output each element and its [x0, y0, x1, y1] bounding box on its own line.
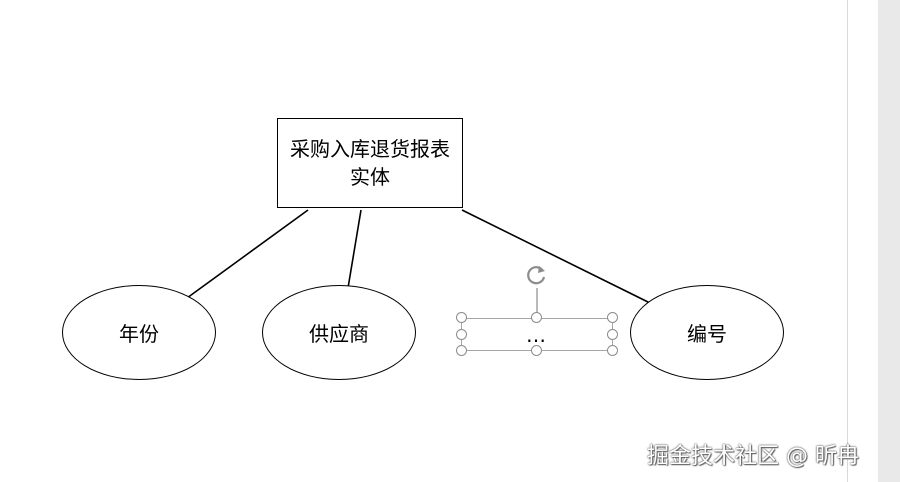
- resize-handle-middle-right[interactable]: [607, 329, 618, 340]
- attribute-code-label: 编号: [687, 322, 727, 346]
- resize-handle-top-right[interactable]: [607, 312, 618, 323]
- connector-code: [461, 209, 651, 304]
- attribute-supplier-label: 供应商: [309, 322, 369, 346]
- resize-handle-bottom-right[interactable]: [607, 345, 618, 356]
- page-edge-divider: [847, 0, 848, 482]
- watermark: 掘金技术社区 @ 昕冉: [647, 444, 859, 469]
- resize-handle-top-left[interactable]: [456, 312, 467, 323]
- ellipsis-label: …: [526, 322, 548, 347]
- connector-year: [186, 209, 309, 299]
- attribute-year[interactable]: 年份: [62, 285, 216, 380]
- resize-handle-middle-left[interactable]: [456, 329, 467, 340]
- resize-handle-bottom-center[interactable]: [531, 345, 542, 356]
- attribute-code[interactable]: 编号: [630, 285, 784, 380]
- scrollbar-track[interactable]: [878, 0, 900, 482]
- attribute-year-label: 年份: [119, 322, 159, 346]
- rotate-handle-icon[interactable]: [523, 262, 549, 288]
- entity-label: 采购入库退货报表实体: [290, 137, 450, 189]
- resize-handle-bottom-left[interactable]: [456, 345, 467, 356]
- entity-box[interactable]: 采购入库退货报表实体: [277, 118, 463, 208]
- resize-handle-top-center[interactable]: [531, 312, 542, 323]
- connector-supplier: [347, 209, 362, 289]
- attribute-supplier[interactable]: 供应商: [262, 285, 416, 380]
